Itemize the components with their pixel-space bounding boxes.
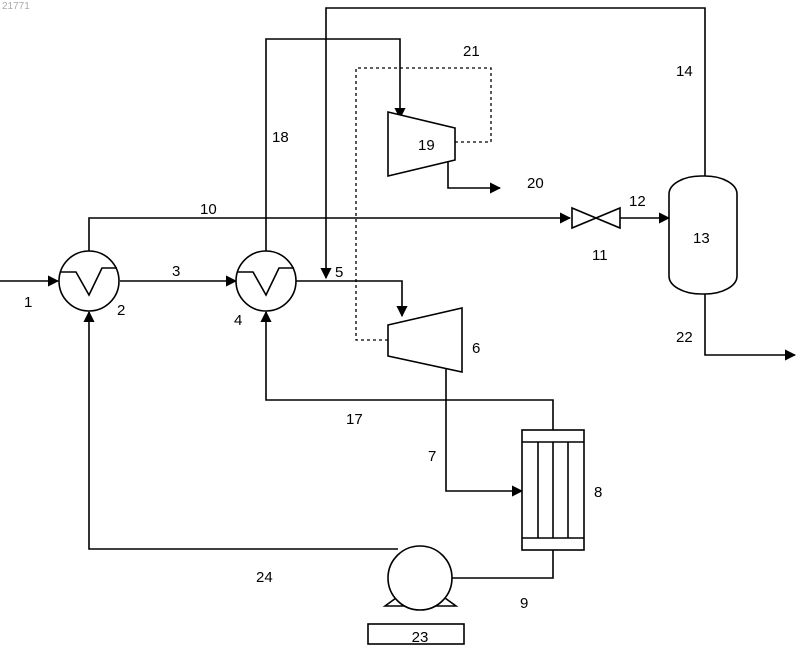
label-stream-21: 21 <box>463 43 480 60</box>
pump-23 <box>388 546 452 610</box>
label-heat-exchanger-2: 2 <box>117 302 125 319</box>
stream-10-line <box>89 218 570 251</box>
label-stream-7: 7 <box>428 448 436 465</box>
heat-exchanger-4 <box>236 251 296 311</box>
stream-14-line <box>326 8 705 278</box>
watermark-text: 21771 <box>2 1 30 12</box>
label-stream-22: 22 <box>676 329 693 346</box>
stream-21-dashed-line <box>356 68 491 340</box>
stream-24-line <box>89 312 398 549</box>
stream-7-line <box>446 368 522 491</box>
label-stream-17: 17 <box>346 411 363 428</box>
label-stream-3: 3 <box>172 263 180 280</box>
stream-20-line <box>448 160 500 188</box>
expansion-valve-11 <box>572 208 620 228</box>
label-valve-11: 11 <box>592 247 608 264</box>
heat-exchanger-2 <box>59 251 119 311</box>
label-stream-18: 18 <box>272 129 289 146</box>
label-cooler-8: 8 <box>594 484 602 501</box>
label-stream-14: 14 <box>676 63 693 80</box>
label-stream-5: 5 <box>335 264 343 281</box>
label-stream-10: 10 <box>200 201 217 218</box>
compressor-6 <box>388 308 462 372</box>
label-separator-13: 13 <box>693 230 710 247</box>
label-stream-20: 20 <box>527 175 544 192</box>
label-stream-12: 12 <box>629 193 646 210</box>
stream-5-line <box>296 281 402 316</box>
label-heat-exchanger-4: 4 <box>234 312 242 329</box>
label-stream-9: 9 <box>520 595 528 612</box>
label-stream-1: 1 <box>24 294 32 311</box>
label-stream-24: 24 <box>256 569 273 586</box>
label-pump-23: 23 <box>412 629 429 646</box>
label-compressor-6: 6 <box>472 340 480 357</box>
label-turbine-19: 19 <box>418 137 435 154</box>
stream-22-line <box>705 292 795 355</box>
